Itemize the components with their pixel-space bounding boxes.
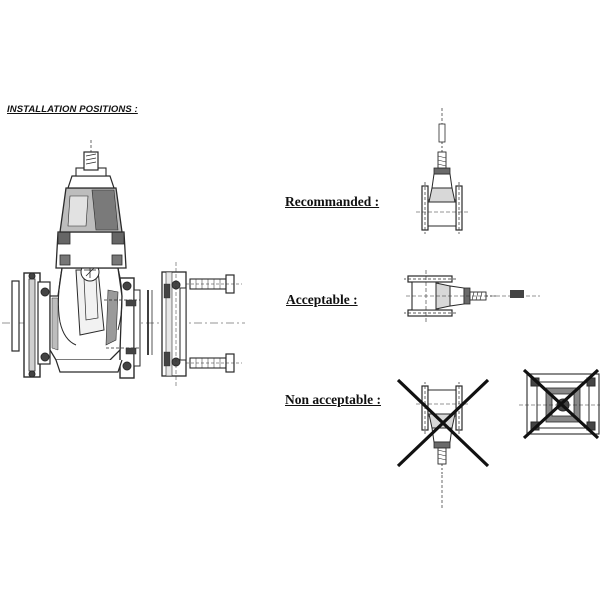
main-gate-valve-drawing	[2, 140, 245, 386]
recommended-valve-drawing	[415, 108, 469, 235]
non-acceptable-cross-2	[522, 368, 600, 440]
non-acceptable-cross-1	[396, 378, 490, 468]
installation-positions-heading: INSTALLATION POSITIONS :	[7, 104, 138, 115]
recommended-label: Recommanded :	[285, 194, 380, 209]
non-acceptable-inverted-valve-drawing	[415, 381, 469, 508]
acceptable-label: Acceptable :	[286, 292, 358, 307]
acceptable-stem-nut	[510, 290, 524, 298]
non-acceptable-label: Non acceptable :	[285, 392, 381, 407]
